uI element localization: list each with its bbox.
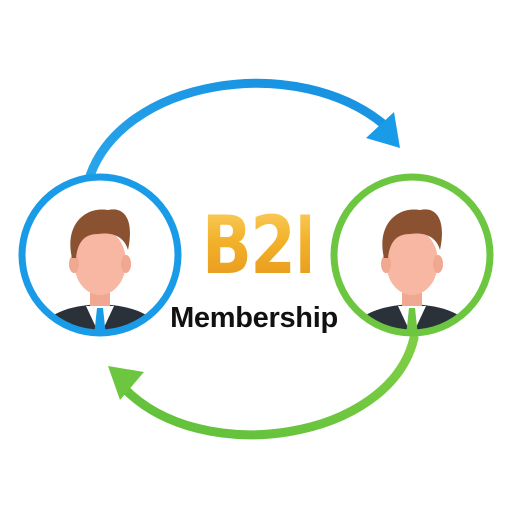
- logo-main-text: B2B: [201, 199, 344, 292]
- left-person-avatar: [18, 173, 182, 337]
- logo-sub-text: Membership: [170, 302, 338, 334]
- arrow-left-curved-icon: [108, 333, 419, 440]
- right-person-avatar: [330, 173, 494, 337]
- arrow-right-curved-icon: [83, 78, 400, 187]
